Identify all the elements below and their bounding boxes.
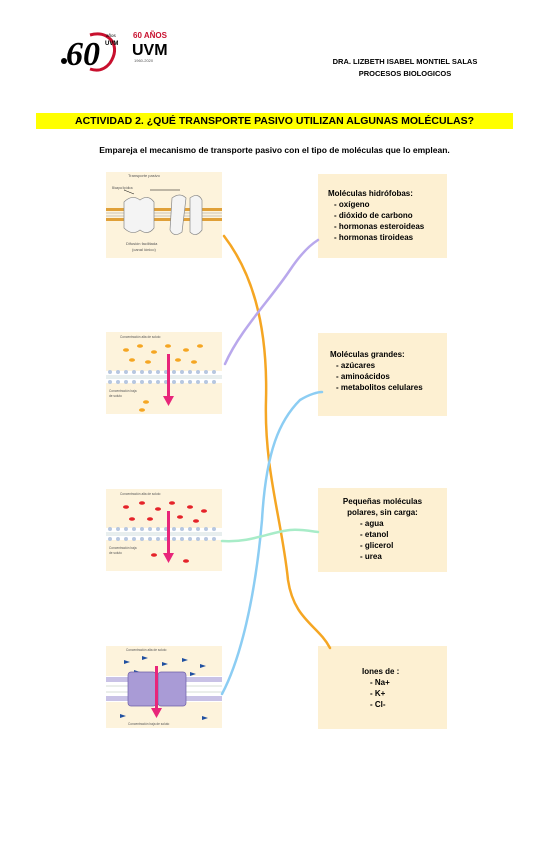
match-line-blue: [220, 390, 324, 696]
carrier-protein-right: [157, 671, 187, 707]
card-hidrofobas-item: - dióxido de carbono: [334, 211, 413, 220]
carrier-protein-left: [127, 671, 157, 707]
simple-diffusion-diagram: [106, 344, 222, 412]
card-iones-title: Iones de :: [362, 667, 400, 676]
card-grandes-item: - metabolitos celulares: [336, 383, 423, 392]
diagram-3-bottom-label-1: Concentración baja: [109, 546, 137, 550]
card-polares-title-1: Pequeñas moléculas: [342, 497, 423, 506]
match-line-orange: [222, 234, 332, 650]
logo-years: 1960-2020: [134, 58, 154, 63]
activity-title: ACTIVIDAD 2. ¿QUÉ TRANSPORTE PASIVO UTIL…: [36, 113, 513, 129]
card-polares-item: - etanol: [360, 530, 389, 539]
logo-uvm-small: UVM: [105, 41, 118, 47]
diagram-4-top-label: Concentración alta de soluto: [126, 648, 167, 652]
card-grandes: Moléculas grandes: - azúcares - aminoáci…: [318, 333, 447, 416]
card-polares-item: - agua: [360, 519, 384, 528]
logo-uvm: UVM: [132, 42, 168, 59]
card-grandes-item: - aminoácidos: [336, 372, 390, 381]
instructions: Empareja el mecanismo de transporte pasi…: [99, 145, 450, 155]
channel-diagram: [106, 172, 222, 258]
card-hidrofobas-title: Moléculas hidrófobas:: [328, 189, 413, 198]
card-grandes-title: Moléculas grandes:: [330, 350, 405, 359]
author-block: DRA. LIZBETH ISABEL MONTIEL SALAS PROCES…: [300, 56, 510, 80]
card-polares-title-2: polares, sin carga:: [347, 508, 418, 517]
card-polares-item: - glicerol: [360, 541, 394, 550]
author-name: DRA. LIZBETH ISABEL MONTIEL SALAS: [332, 57, 478, 66]
match-line-purple: [223, 238, 320, 366]
card-polares: Pequeñas moléculas polares, sin carga: -…: [318, 488, 447, 572]
logo-60-text: 60: [66, 36, 100, 73]
lipid-bilayer: [106, 527, 222, 541]
solute-molecules: [123, 501, 207, 563]
diagram-1-bottom-label-1: Difusión facilitada: [126, 241, 158, 246]
diagram-3-top-label: Concentración alta de soluto: [120, 492, 161, 496]
uvm-60-logo: 60 años UVM 60 AÑOS UVM 1960-2020: [60, 25, 200, 75]
channel-protein-closed: [123, 197, 155, 233]
card-hidrofobas-item: - oxígeno: [334, 200, 370, 209]
logo-anos-small: años: [106, 33, 117, 38]
card-iones: Iones de : - Na+ - K+ - Cl-: [318, 646, 447, 729]
diffusion-arrow: [163, 511, 174, 563]
transport-arrow: [151, 666, 162, 718]
subject-name: PROCESOS BIOLOGICOS: [358, 69, 452, 78]
polar-diffusion-diagram: [106, 501, 222, 563]
diagram-1-bottom-label-2: (canal iónico): [132, 247, 156, 252]
card-hidrofobas-item: - hormonas esteroideas: [334, 222, 425, 231]
logo-60-anos: 60 AÑOS: [133, 31, 168, 40]
diagram-2-bottom-label-2: de soluto: [109, 394, 122, 398]
card-iones-item: - Na+: [370, 678, 390, 687]
card-iones-item: - Cl-: [370, 700, 386, 709]
diffusion-arrow: [163, 354, 174, 406]
match-line-green: [220, 528, 320, 543]
lipid-bilayer: [106, 370, 222, 384]
membrane: [106, 208, 222, 221]
solute-molecules: [120, 656, 208, 720]
diagram-1-channel: Transporte pasivo Bicapa lipídica Difusi…: [106, 172, 222, 258]
diagram-2-top-label: Concentración alta de soluto: [120, 335, 161, 339]
diagram-2-bottom-label-1: Concentración baja: [109, 389, 137, 393]
card-polares-item: - urea: [360, 552, 382, 561]
diagram-3-bottom-label-2: de soluto: [109, 551, 122, 555]
diagram-4-bottom-label: Concentración baja de soluto: [128, 722, 170, 726]
diagram-3-simple-diffusion: Concentración alta de soluto Concentraci…: [106, 489, 222, 571]
logo-graphic: 60 años UVM 60 AÑOS UVM 1960-2020: [61, 31, 168, 73]
card-iones-item: - K+: [370, 689, 386, 698]
diagram-2-simple-diffusion: Concentración alta de soluto Concentraci…: [106, 332, 222, 414]
diagram-1-side-label: Bicapa lipídica: [112, 186, 133, 190]
diagram-1-top-label: Transporte pasivo: [128, 173, 160, 178]
channel-protein-open: [169, 194, 203, 235]
card-hidrofobas: Moléculas hidrófobas: - oxígeno - dióxid…: [318, 174, 447, 258]
card-grandes-item: - azúcares: [336, 361, 376, 370]
diagram-4-carrier: Concentración alta de soluto Concentraci…: [106, 646, 222, 728]
carrier-diagram: [106, 656, 222, 720]
card-hidrofobas-item: - hormonas tiroideas: [334, 233, 414, 242]
